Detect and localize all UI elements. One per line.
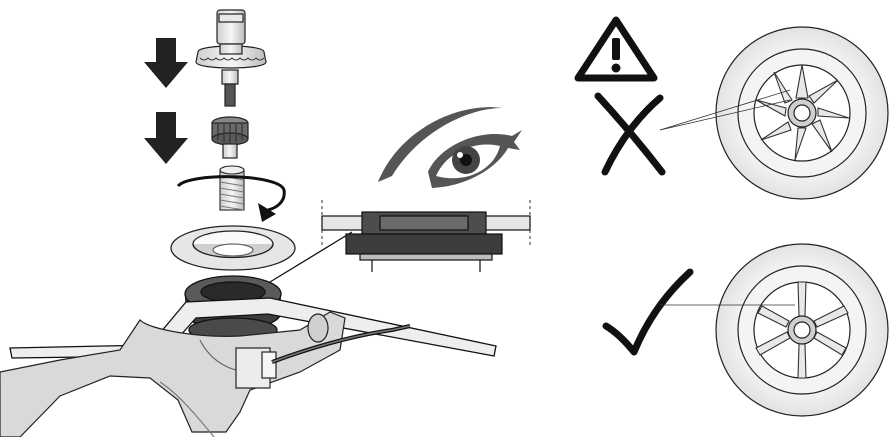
down-arrow-icon [144, 38, 188, 88]
assembly-sequence [0, 9, 497, 437]
callout-line [269, 231, 353, 283]
incorrect-example-disk [659, 26, 889, 200]
warning-triangle-icon [574, 16, 658, 82]
correct-example-disk [660, 243, 889, 417]
check-mark-icon [602, 268, 694, 356]
mounting-tool [195, 9, 267, 107]
housing-body [0, 311, 346, 437]
threaded-bolt [219, 165, 245, 211]
clockwise-arrow-icon [176, 175, 286, 222]
cable [271, 324, 411, 364]
zoom-detail-view [321, 200, 531, 272]
flange-ring [170, 225, 296, 271]
eye-icon [378, 107, 522, 188]
down-arrow-icon [144, 112, 188, 164]
cross-mark-icon [594, 92, 666, 176]
knurled-nut [211, 116, 249, 159]
